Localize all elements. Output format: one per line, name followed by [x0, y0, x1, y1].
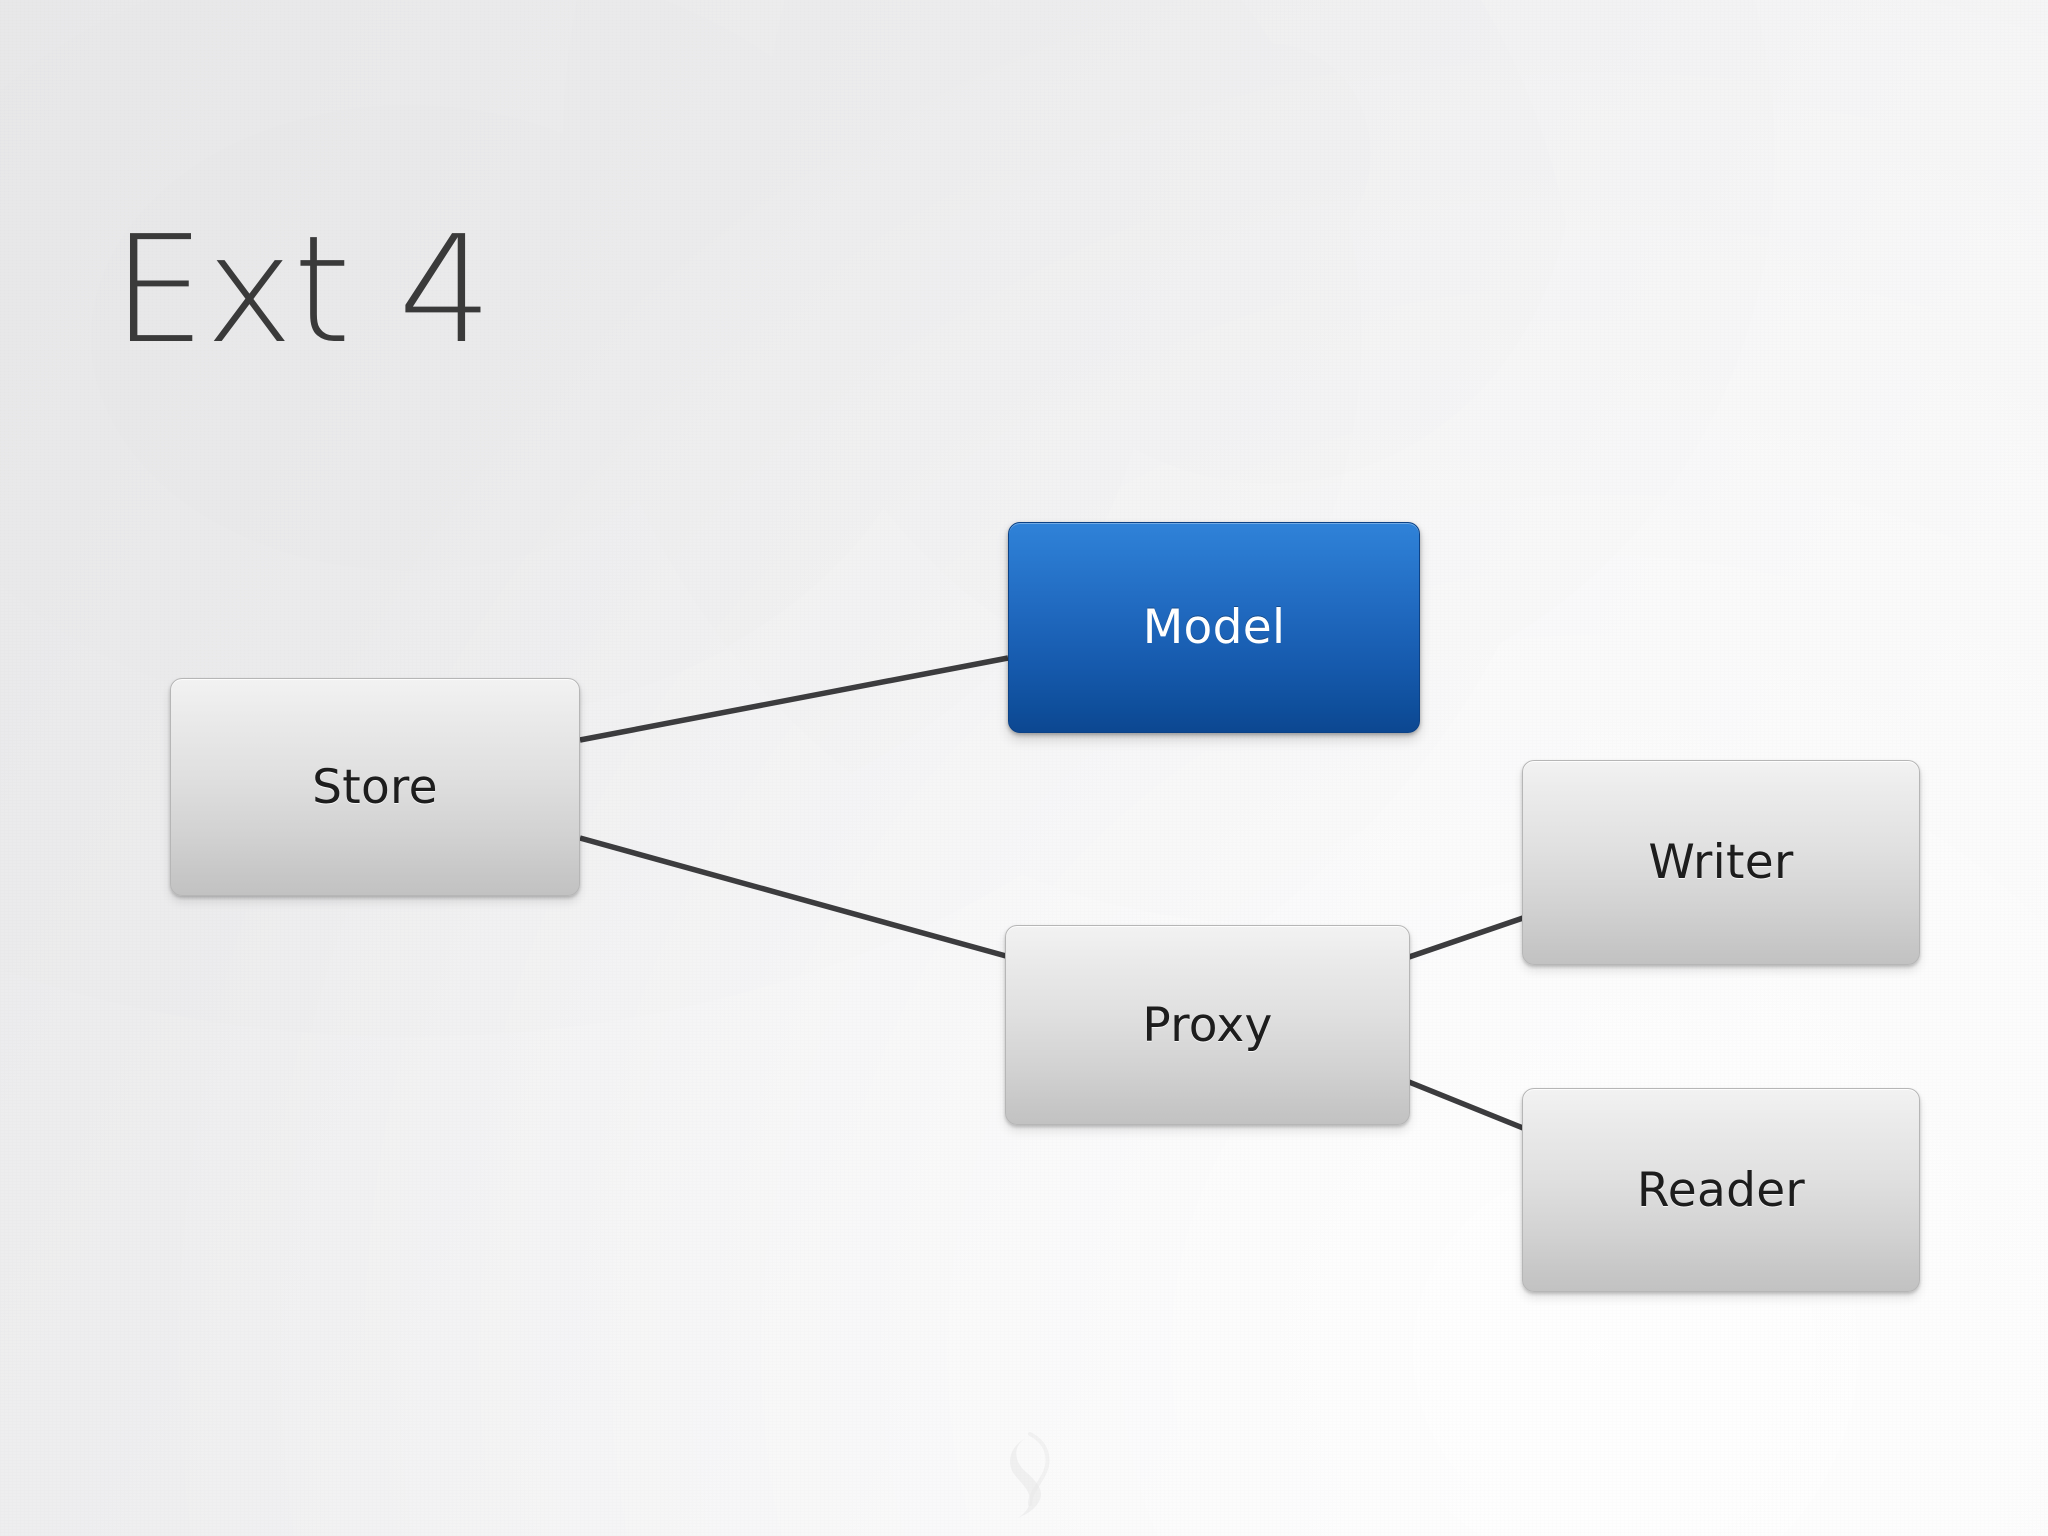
diagram-node-model[interactable]: Model [1008, 522, 1420, 733]
diagram-node-reader-label: Reader [1636, 1162, 1806, 1218]
diagram-node-store-label: Store [312, 759, 438, 815]
diagram-node-proxy-label: Proxy [1142, 997, 1273, 1053]
connector-proxy-writer [1408, 915, 1524, 960]
connector-store-model [579, 655, 1009, 743]
connector-proxy-reader [1407, 1079, 1525, 1131]
diagram-node-model-label: Model [1142, 600, 1286, 655]
page-title: Ext 4 [112, 204, 493, 376]
diagram-node-proxy[interactable]: Proxy [1005, 925, 1410, 1125]
diagram-node-store[interactable]: Store [170, 678, 580, 896]
diagram-node-writer[interactable]: Writer [1522, 760, 1920, 965]
diagram-node-writer-label: Writer [1648, 835, 1794, 890]
diagram-node-reader[interactable]: Reader [1522, 1088, 1920, 1292]
connector-store-proxy [579, 835, 1007, 959]
